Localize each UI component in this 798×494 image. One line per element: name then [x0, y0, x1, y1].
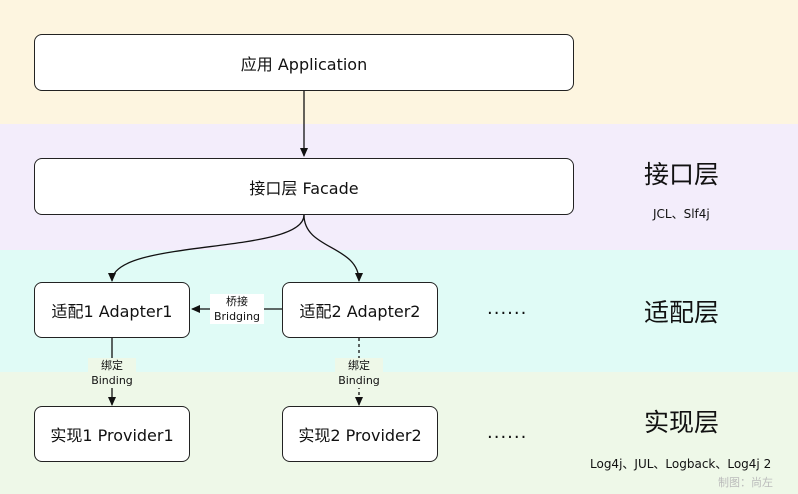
provider-layer-title: 实现层	[644, 408, 720, 437]
provider1-box: 实现1 Provider1	[34, 406, 190, 462]
binding-label-2-en: Binding	[338, 374, 380, 387]
binding-label-2: 绑定 Binding	[335, 358, 383, 388]
bridging-label-en: Bridging	[213, 310, 261, 323]
provider-examples: Log4j、JUL、Logback、Log4j 2	[590, 457, 772, 471]
binding-label-1-cn: 绑定	[101, 359, 123, 372]
facade-to-adapter2-arrow	[303, 214, 363, 282]
watermark: 制图：尚左	[718, 476, 773, 489]
adapter-layer-title: 适配层	[644, 298, 720, 327]
adapter2-label: 适配2 Adapter2	[299, 302, 421, 321]
adapter1-box: 适配1 Adapter1	[34, 282, 190, 338]
adapter-ellipsis: ......	[487, 298, 528, 319]
bridging-label-cn: 桥接	[226, 295, 248, 308]
facade-box: 接口层 Facade	[34, 158, 574, 215]
provider-ellipsis: ......	[487, 422, 528, 443]
provider2-box: 实现2 Provider2	[282, 406, 438, 462]
provider1-label: 实现1 Provider1	[50, 426, 174, 445]
application-box: 应用 Application	[34, 34, 574, 91]
adapter1-label: 适配1 Adapter1	[51, 302, 173, 321]
bridging-label: 桥接 Bridging	[210, 294, 264, 324]
provider2-label: 实现2 Provider2	[298, 426, 422, 445]
binding-label-1: 绑定 Binding	[88, 358, 136, 388]
binding-label-1-en: Binding	[91, 374, 133, 387]
binding-label-2-cn: 绑定	[348, 359, 370, 372]
facade-layer-title: 接口层	[644, 160, 720, 189]
facade-examples: JCL、Slf4j	[653, 207, 710, 221]
application-label: 应用 Application	[240, 54, 368, 74]
adapter2-box: 适配2 Adapter2	[282, 282, 438, 338]
facade-label: 接口层 Facade	[249, 178, 359, 198]
facade-to-adapter1-arrow	[108, 214, 305, 282]
